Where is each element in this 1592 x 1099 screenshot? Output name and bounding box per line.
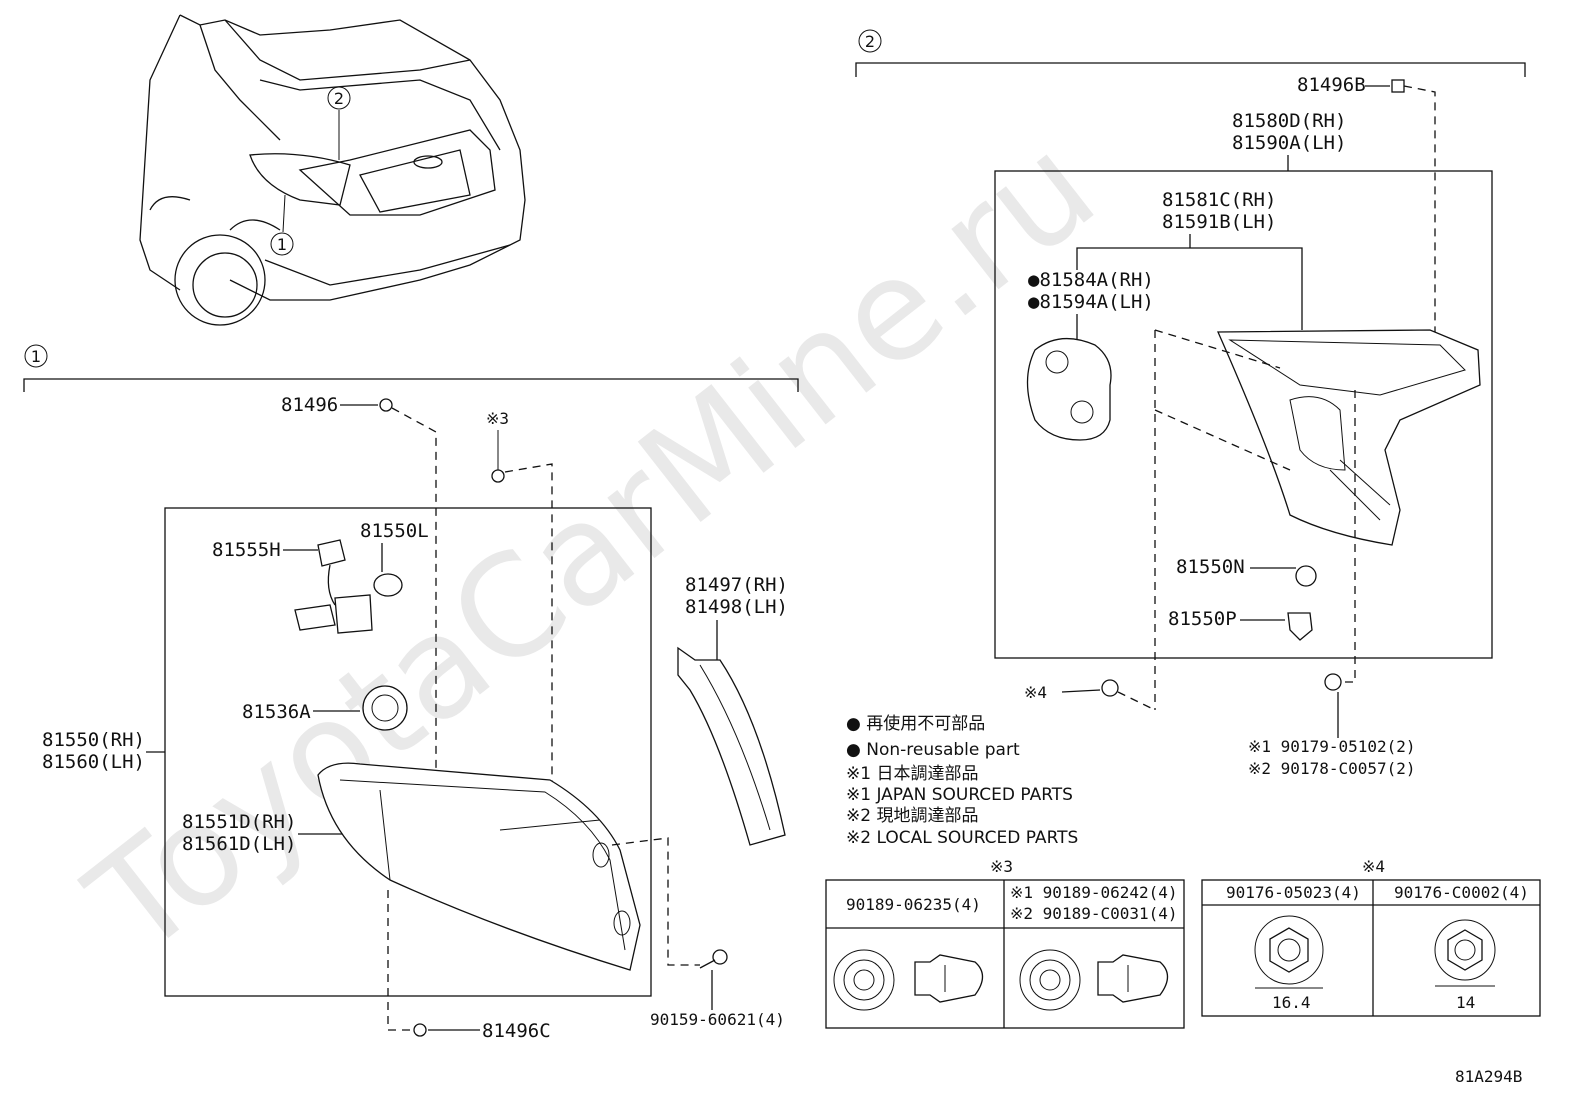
- clip-81496B: [1391, 79, 1405, 93]
- label-81550N: 81550N: [1176, 556, 1245, 578]
- label-81584A-rh: ●81584A(RH): [1028, 269, 1154, 291]
- label-81496: 81496: [281, 394, 338, 416]
- section-2-header: 2: [855, 29, 1526, 77]
- callout-circle-1-car: 1: [270, 232, 294, 256]
- lamp-housing-81580D: [1217, 329, 1481, 546]
- label-81550P: 81550P: [1168, 608, 1237, 630]
- bulb-81550L: [373, 573, 403, 597]
- callout-circle-2-car: 2: [327, 86, 351, 110]
- table-x3: 90189-06235(4) ※1 90189-06242(4) ※2 9018…: [825, 879, 1185, 1029]
- table4-col2-header: 90176-C0002(4): [1394, 883, 1529, 902]
- label-81590A-lh: 81590A(LH): [1232, 132, 1346, 154]
- screw-90159-60621: [699, 949, 728, 969]
- table3-col1-header: 90189-06235(4): [846, 895, 981, 914]
- garnish-81497: [677, 646, 786, 846]
- table4-dim-16-4: 16.4: [1272, 993, 1311, 1012]
- label-81551D-rh: 81551D(RH): [182, 811, 296, 833]
- label-81496C: 81496C: [482, 1020, 551, 1042]
- label-81550-rh: 81550(RH): [42, 729, 145, 751]
- car-overview-illustration: [139, 14, 526, 326]
- label-81550L: 81550L: [360, 520, 429, 542]
- table4-col1-header: 90176-05023(4): [1226, 883, 1361, 902]
- label-81580D-rh: 81580D(RH): [1232, 110, 1346, 132]
- socket-81550P: [1287, 612, 1313, 641]
- table-x4: 90176-05023(4) 90176-C0002(4) 16.4 14: [1201, 879, 1541, 1017]
- svg-text:1: 1: [31, 347, 41, 366]
- legend-line-6: ※2 LOCAL SOURCED PARTS: [846, 828, 1078, 848]
- label-81594A-lh: ●81594A(LH): [1028, 291, 1154, 313]
- socket-81536A: [362, 685, 408, 731]
- socket-81555H: [294, 539, 373, 634]
- label-81591B-lh: 81591B(LH): [1162, 211, 1276, 233]
- label-81536A: 81536A: [242, 701, 311, 723]
- section-1-header: 1: [23, 344, 799, 392]
- svg-text:2: 2: [334, 89, 344, 108]
- nut-90176-05023-drawing: 16.4: [1254, 915, 1324, 1012]
- label-81581C-rh: 81581C(RH): [1162, 189, 1276, 211]
- clip-81496: [379, 398, 393, 412]
- nut-90179: [1324, 673, 1342, 691]
- nut-90176-C0002-drawing: 14: [1434, 919, 1496, 1012]
- label-x3-ref: ※3: [486, 409, 509, 428]
- label-90178-C0057: ※2 90178-C0057(2): [1248, 759, 1416, 778]
- legend: ● 再使用不可部品 ● Non-reusable part ※1 日本調達部品 …: [846, 713, 1078, 848]
- clip-90189-06242-drawing: [1019, 949, 1169, 1011]
- label-81498-lh: 81498(LH): [685, 596, 788, 618]
- legend-line-4: ※1 JAPAN SOURCED PARTS: [846, 785, 1073, 805]
- svg-text:2: 2: [865, 32, 875, 51]
- label-90159-60621: 90159-60621(4): [650, 1010, 785, 1029]
- legend-line-2: ● Non-reusable part: [846, 740, 1020, 760]
- clip-81496C: [413, 1023, 427, 1037]
- legend-line-1: ● 再使用不可部品: [846, 713, 985, 734]
- section-2-assembly-box: [994, 170, 1493, 659]
- label-90179-05102: ※1 90179-05102(2): [1248, 737, 1416, 756]
- gasket-81584A: [1026, 337, 1112, 441]
- clip-90189-06235-drawing: [833, 949, 984, 1011]
- nut-x4: [1101, 679, 1119, 697]
- bulb-81550N: [1295, 565, 1317, 587]
- table3-col2-header-2: ※2 90189-C0031(4): [1010, 904, 1178, 923]
- label-81560-lh: 81560(LH): [42, 751, 145, 773]
- legend-line-5: ※2 現地調達部品: [846, 806, 978, 826]
- table3-col2-header-1: ※1 90189-06242(4): [1010, 883, 1178, 902]
- table4-dim-14: 14: [1456, 993, 1475, 1012]
- label-81555H: 81555H: [212, 539, 281, 561]
- figure-id: 81A294B: [1455, 1067, 1522, 1086]
- label-x4-ref: ※4: [1024, 683, 1047, 702]
- svg-text:1: 1: [277, 235, 287, 254]
- clip-x3: [491, 469, 505, 483]
- label-81497-rh: 81497(RH): [685, 574, 788, 596]
- lens-81551D: [317, 762, 641, 971]
- label-81561D-lh: 81561D(LH): [182, 833, 296, 855]
- table3-title: ※3: [990, 857, 1013, 876]
- legend-line-3: ※1 日本調達部品: [846, 764, 978, 784]
- table4-title: ※4: [1362, 857, 1385, 876]
- label-81496B: 81496B: [1297, 74, 1366, 96]
